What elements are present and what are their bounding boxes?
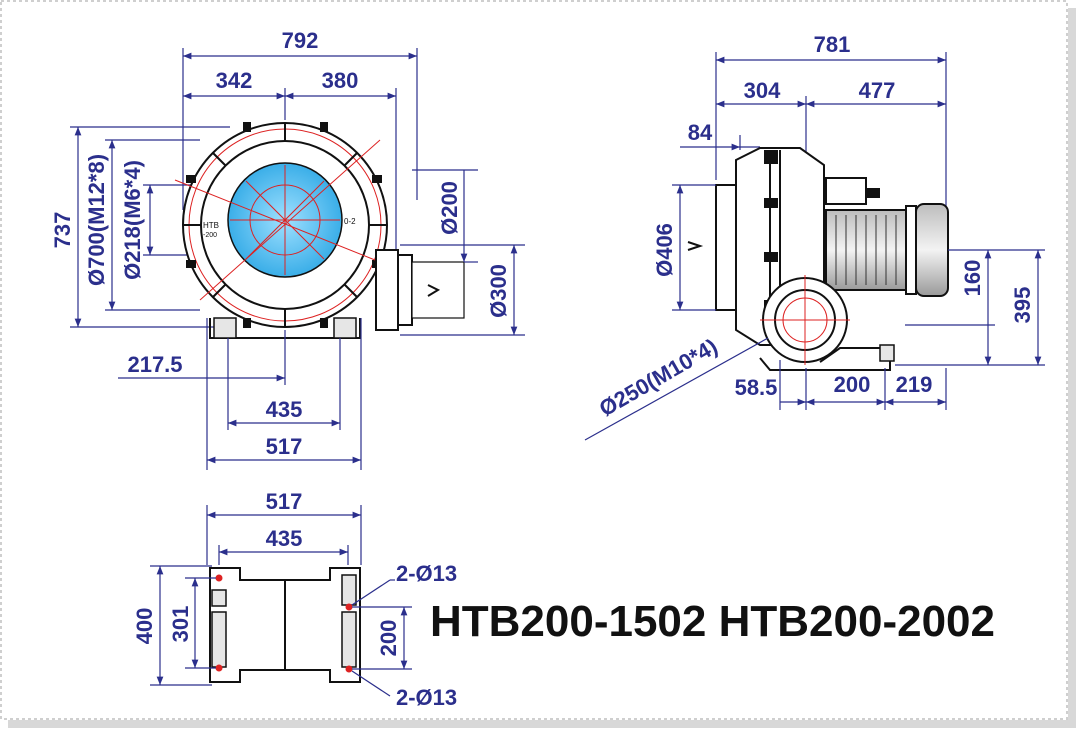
dim-base-b: 200 bbox=[834, 372, 871, 397]
side-view: 781 304 477 84 Ø406 160 395 Ø250(M10*4) … bbox=[584, 32, 1045, 441]
front-label-main: HTB bbox=[203, 221, 219, 230]
dim-inlet-length: 84 bbox=[688, 120, 713, 145]
dim-hole-pitch: 301 bbox=[168, 606, 193, 643]
dim-base-depth: 400 bbox=[132, 608, 157, 645]
dim-side-left: 304 bbox=[744, 78, 781, 103]
dim-total-height: 395 bbox=[1010, 287, 1035, 324]
front-label-sub: -200 bbox=[203, 232, 217, 239]
model-title: HTB200-1502 HTB200-2002 bbox=[430, 597, 995, 646]
dim-holes-bottom: 2-Ø13 bbox=[396, 685, 457, 710]
dim-outlet-flange: Ø300 bbox=[486, 264, 511, 318]
dim-flange: Ø250(M10*4) bbox=[595, 334, 722, 422]
dim-inner-bolt: Ø218(M6*4) bbox=[120, 160, 145, 280]
dim-base-inner-width: 435 bbox=[266, 526, 303, 551]
dim-outlet-center: 160 bbox=[960, 260, 985, 297]
dim-hole-spacing: 200 bbox=[376, 620, 401, 657]
front-label-right: 0-2 bbox=[344, 217, 356, 226]
front-view: HTB -200 0-2 792 342 380 737 Ø700(M12*8)… bbox=[50, 28, 525, 470]
dim-base-c: 219 bbox=[896, 372, 933, 397]
dim-base-outer-width: 517 bbox=[266, 489, 303, 514]
dim-front-width: 792 bbox=[282, 28, 319, 53]
dim-front-height: 737 bbox=[50, 212, 75, 249]
frame-shadow-bottom bbox=[8, 720, 1076, 728]
dim-base-outer: 517 bbox=[266, 434, 303, 459]
dim-holes-top: 2-Ø13 bbox=[396, 561, 457, 586]
dim-offset: 217.5 bbox=[127, 352, 182, 377]
dim-front-left: 342 bbox=[216, 68, 253, 93]
base-view: 517 435 400 301 200 2-Ø13 2-Ø13 bbox=[132, 489, 457, 710]
dim-base-inner: 435 bbox=[266, 397, 303, 422]
dim-base-a: 58.5 bbox=[735, 375, 778, 400]
dim-inlet-dia: Ø406 bbox=[652, 223, 677, 277]
dim-side-length: 781 bbox=[814, 32, 851, 57]
frame-border bbox=[0, 0, 1068, 720]
dim-outlet-dia: Ø200 bbox=[437, 181, 462, 235]
dim-front-right: 380 bbox=[322, 68, 359, 93]
frame-shadow-right bbox=[1068, 8, 1076, 724]
dim-bolt-circle: Ø700(M12*8) bbox=[84, 154, 109, 286]
dim-side-right: 477 bbox=[859, 78, 896, 103]
